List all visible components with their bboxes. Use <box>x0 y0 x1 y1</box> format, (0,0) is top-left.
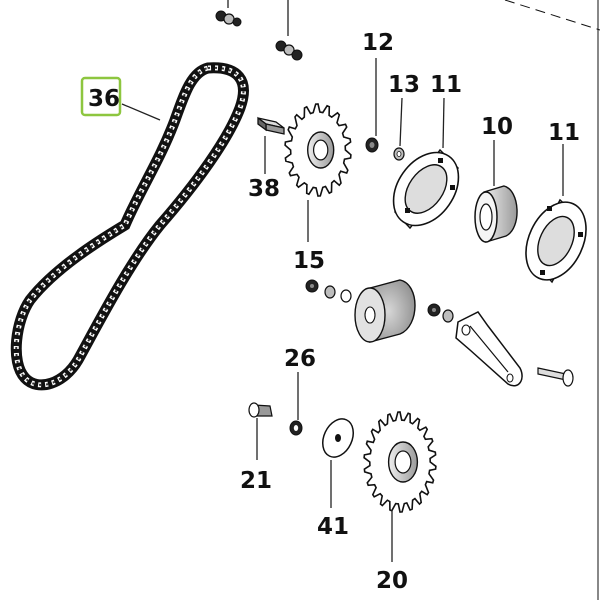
tensioner-roller <box>354 279 416 343</box>
part-label-21[interactable]: 21 <box>240 468 272 494</box>
part-label-41[interactable]: 41 <box>317 514 349 540</box>
top-hardware <box>215 0 303 61</box>
ball-bearing <box>474 185 518 243</box>
drive-sprocket <box>284 103 352 197</box>
driven-sprocket <box>363 411 437 513</box>
frame-dashed-line <box>504 0 600 31</box>
washer-part <box>393 147 405 161</box>
sprocket15-bore <box>313 139 329 161</box>
part-label-10[interactable]: 10 <box>481 114 513 140</box>
part-label-13[interactable]: 13 <box>388 72 420 98</box>
pivot-bolt <box>537 367 574 387</box>
nut-part <box>365 137 379 153</box>
part-label-36[interactable]: 36 <box>88 86 120 112</box>
part-label-26[interactable]: 26 <box>284 346 316 372</box>
part-label-15[interactable]: 15 <box>293 248 325 274</box>
roller-chain <box>10 62 249 391</box>
lock-washer <box>289 420 303 436</box>
tensioner-arm <box>455 311 523 387</box>
part-label-11-left[interactable]: 11 <box>430 72 462 98</box>
flange-housing-right <box>525 198 587 284</box>
carriage-bolt <box>248 402 273 418</box>
tensioner-hardware-left <box>305 279 352 303</box>
tensioner-hardware-right <box>427 303 454 323</box>
part-label-12[interactable]: 12 <box>362 30 394 56</box>
part-label-20[interactable]: 20 <box>376 568 408 594</box>
flat-washer <box>322 418 354 458</box>
flange-housing-left <box>392 148 460 230</box>
key-part <box>257 116 285 135</box>
highlight-box-36 <box>80 76 122 117</box>
part-label-11-right[interactable]: 11 <box>548 120 580 146</box>
part-label-38[interactable]: 38 <box>248 176 280 202</box>
leader-lines <box>121 58 564 562</box>
sprocket20-bore <box>394 450 412 474</box>
